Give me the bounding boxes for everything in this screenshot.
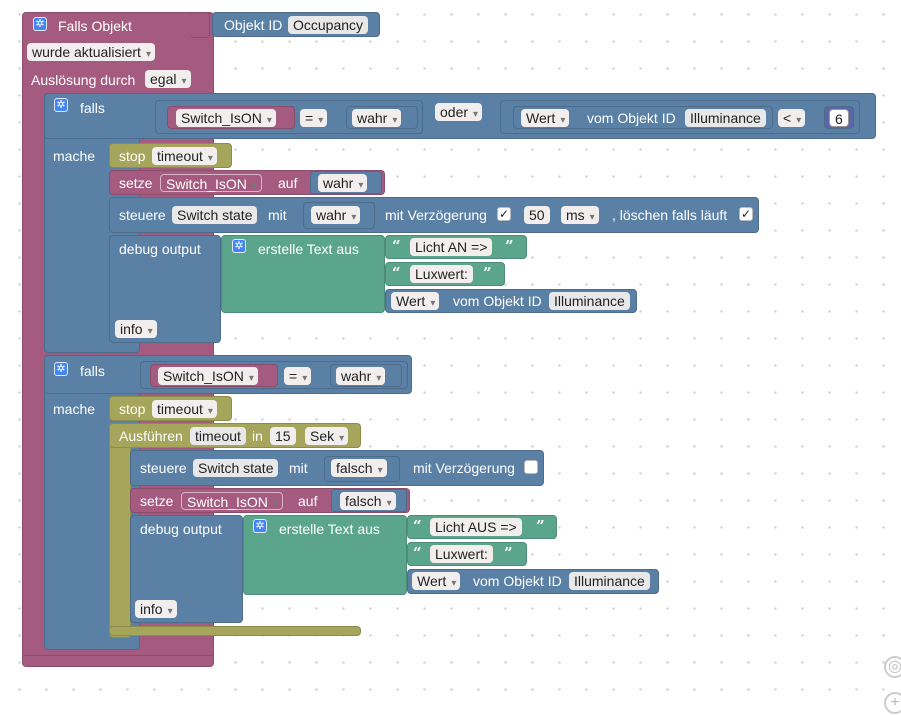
objekt-id-label: Objekt ID [224,17,283,33]
trigger-dropdown[interactable]: wurde aktualisiert [27,43,155,61]
ausloesung-dropdown[interactable]: egal [145,70,191,88]
quote-open-icon: “ [413,544,422,562]
clear-label: , löschen falls läuft [612,207,728,223]
objekt-id-value[interactable]: Occupancy [288,16,369,34]
level-dropdown[interactable]: info [115,320,157,338]
ausloesung-label: Auslösung durch [31,72,136,88]
debug-label: debug output [119,241,201,257]
gear-icon[interactable]: ✲ [54,98,68,112]
quote-close-icon: ” [536,517,545,535]
checkbox-icon[interactable]: ✓ [739,207,753,221]
setze-label: setze [140,493,174,509]
falls-label: falls [80,363,105,379]
setze-value[interactable]: falsch [340,492,396,510]
steuere-obj[interactable]: Switch state [193,459,279,477]
str2[interactable]: Luxwert: [430,545,493,563]
text-join-block-1[interactable] [221,235,385,313]
steuere-obj[interactable]: Switch state [172,206,258,224]
level-dropdown[interactable]: info [135,600,177,618]
timeout-name[interactable]: timeout [190,427,246,445]
auf-label: auf [298,493,318,509]
switch-var[interactable]: Switch_IsON [158,367,258,385]
event-block-bottom [22,655,214,667]
op-less[interactable]: < [778,109,806,127]
timeout-dropdown[interactable]: timeout [152,400,217,418]
quote-open-icon: “ [392,264,401,282]
quote-open-icon: “ [392,237,401,255]
illuminance-id[interactable]: Illuminance [549,292,630,310]
in-unit[interactable]: Sek [305,427,349,445]
gear-icon[interactable]: ✲ [33,17,47,31]
checkbox-icon[interactable]: ✓ [497,207,511,221]
zoom-in-icon[interactable]: + [884,692,901,714]
wert-dropdown[interactable]: Wert [521,109,570,127]
zoom-reset-icon[interactable]: ◎ [884,656,901,678]
op-equals[interactable]: = [284,367,312,385]
setze-value[interactable]: wahr [318,174,368,192]
mache-label: mache [53,401,96,417]
gear-icon[interactable]: ✲ [54,362,68,376]
wert-dropdown[interactable]: Wert [412,572,461,590]
event-header-notch [190,12,210,38]
mache-label: mache [53,148,96,164]
stop-label: stop [119,148,146,164]
steuere-label: steuere [119,207,166,223]
gear-icon[interactable]: ✲ [253,519,267,533]
number-input[interactable]: 6 [829,109,849,127]
setze-var[interactable]: Switch_IsON [181,492,283,510]
quote-close-icon: ” [505,237,514,255]
setze-label: setze [119,175,153,191]
in-label: in [252,428,263,444]
quote-close-icon: ” [504,544,513,562]
str1[interactable]: Licht AUS => [430,518,522,536]
text-join-block-2[interactable] [243,515,407,595]
vom-objekt-label: vom Objekt ID [587,110,676,126]
ausfuehren-block[interactable] [109,423,131,638]
gear-icon[interactable]: ✲ [232,239,246,253]
mit-label: mit [289,460,308,476]
steuere-block-1[interactable] [109,197,759,233]
ausfuehren-bottom [109,626,361,636]
str1[interactable]: Licht AN => [410,238,493,256]
wert-dropdown[interactable]: Wert [391,292,440,310]
str2[interactable]: Luxwert: [410,265,473,283]
delay-unit[interactable]: ms [561,206,599,224]
quote-open-icon: “ [413,517,422,535]
falls-label: falls [80,100,105,116]
switch-var[interactable]: Switch_IsON [176,109,276,127]
wahr-dropdown[interactable]: wahr [352,109,402,127]
vom-objekt-label: vom Objekt ID [473,573,562,589]
op-equals[interactable]: = [300,109,328,127]
timeout-dropdown[interactable]: timeout [152,147,217,165]
event-title: Falls Objekt [58,18,132,34]
illuminance-id[interactable]: Illuminance [569,572,650,590]
in-num[interactable]: 15 [270,427,296,445]
delay-label: mit Verzögerung [413,460,515,476]
stop-label: stop [119,401,146,417]
text-join-label: erstelle Text aus [258,241,359,257]
setze-var[interactable]: Switch_IsON [160,174,262,192]
debug-label: debug output [140,521,222,537]
quote-close-icon: ” [483,264,492,282]
checkbox-icon[interactable] [524,460,538,474]
wahr-dropdown[interactable]: wahr [336,367,386,385]
vom-objekt-label: vom Objekt ID [453,293,542,309]
steuere-value[interactable]: wahr [311,206,361,224]
delay-label: mit Verzögerung [385,207,487,223]
delay-num[interactable]: 50 [524,206,550,224]
steuere-value[interactable]: falsch [331,459,387,477]
auf-label: auf [278,175,298,191]
ausfuehren-label: Ausführen [119,428,183,444]
mit-label: mit [268,207,287,223]
illuminance-id[interactable]: Illuminance [685,109,766,127]
logic-op[interactable]: oder [435,103,483,121]
text-join-label: erstelle Text aus [279,521,380,537]
steuere-label: steuere [140,460,187,476]
